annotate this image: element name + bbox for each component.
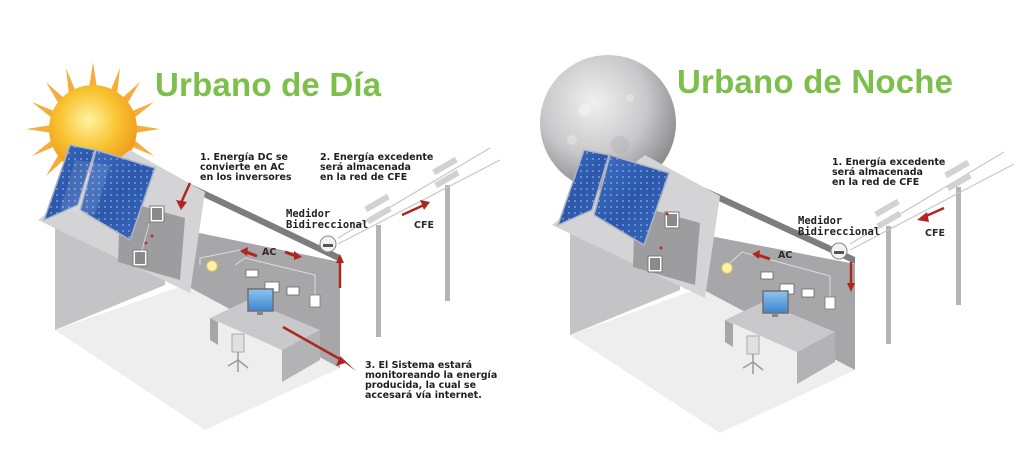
lamp-icon-night [721,262,733,274]
day-title: Urbano de Día [155,66,382,103]
night-scene: Urbano de Noche 1. Energía excedente ser… [512,0,1024,470]
lamp-icon [206,260,218,272]
day-illustration [26,62,501,430]
night-meter-label: Medidor Bidireccional [798,215,881,238]
bidirectional-meter-icon [319,235,337,253]
utility-poles [337,147,501,337]
solar-panels [42,144,156,242]
bidirectional-meter-icon-night [830,242,848,260]
moon-icon [540,55,676,191]
day-grid-label: CFE [414,220,434,231]
flow-arrows [176,182,430,371]
day-meter-label: Medidor Bidireccional [286,208,369,231]
night-ac-label: AC [778,250,793,261]
flow-arrows-night [752,206,945,292]
day-ac-label: AC [262,247,277,258]
utility-poles-night [849,151,1015,344]
day-note-step2: 2. Energía excedente será almacenada en … [320,152,434,183]
night-note-step1: 1. Energía excedente será almacenada en … [832,157,946,188]
day-note-step3: 3. El Sistema estará monitoreando la ene… [365,360,498,401]
day-scene: Urbano de Día 1. Energía DC se convierte… [26,62,501,430]
floor [55,285,340,430]
night-illustration [540,55,1015,433]
desk-workstation-night [725,290,835,384]
solar-panels-night [556,149,670,247]
day-note-step1: 1. Energía DC se convierte en AC en los … [200,152,292,183]
night-grid-label: CFE [925,228,945,239]
night-title: Urbano de Noche [677,63,954,100]
